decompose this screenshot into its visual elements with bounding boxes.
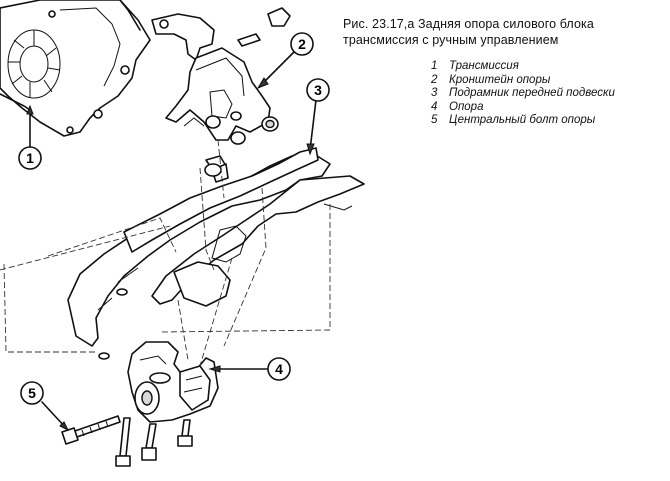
callout-1-number: 1: [26, 150, 34, 166]
callout-4-number: 4: [275, 361, 283, 377]
legend-label: Опора: [449, 100, 484, 113]
legend-number: 2: [431, 73, 438, 86]
legend-item: 2 Кронштейн опоры: [431, 74, 615, 88]
legend-number: 5: [431, 114, 438, 127]
legend: 1 Трансмиссия 2 Кронштейн опоры 3 Подрам…: [431, 60, 615, 128]
transmission-housing: [0, 0, 151, 137]
callout-5-number: 5: [28, 385, 36, 401]
callout-2-number: 2: [298, 36, 306, 52]
subframe: [67, 147, 365, 360]
legend-number: 3: [431, 87, 438, 100]
callout-3: 3: [306, 78, 330, 156]
legend-number: 4: [431, 100, 438, 113]
callout-1: 1: [0, 93, 42, 170]
lower-bolts: [115, 417, 193, 467]
central-bolt: [61, 415, 121, 445]
figure-caption: Рис. 23.17,а Задняя опора силового блока…: [343, 16, 668, 48]
legend-item: 5 Центральный болт опоры: [431, 114, 615, 128]
callout-3-number: 3: [314, 82, 322, 98]
legend-number: 1: [431, 60, 438, 72]
legend-label: Трансмиссия: [449, 60, 519, 72]
legend-item: 4 Опора: [431, 101, 615, 115]
legend-label: Кронштейн опоры: [449, 73, 551, 86]
legend-item: 3 Подрамник передней подвески: [431, 87, 615, 101]
callout-4: 4: [208, 357, 291, 381]
assembly-dashed-lines: [0, 139, 331, 367]
legend-item: 1 Трансмиссия: [431, 60, 615, 74]
mount-bracket: [151, 7, 291, 183]
caption-line-2: трансмиссия с ручным управлением: [343, 33, 559, 47]
callout-5: 5: [20, 381, 70, 432]
legend-label: Центральный болт опоры: [449, 114, 596, 127]
callout-2: 2: [256, 32, 314, 90]
legend-label: Подрамник передней подвески: [449, 87, 615, 100]
caption-line-1: Рис. 23.17,а Задняя опора силового блока: [343, 17, 594, 31]
engine-mount: [127, 341, 219, 423]
